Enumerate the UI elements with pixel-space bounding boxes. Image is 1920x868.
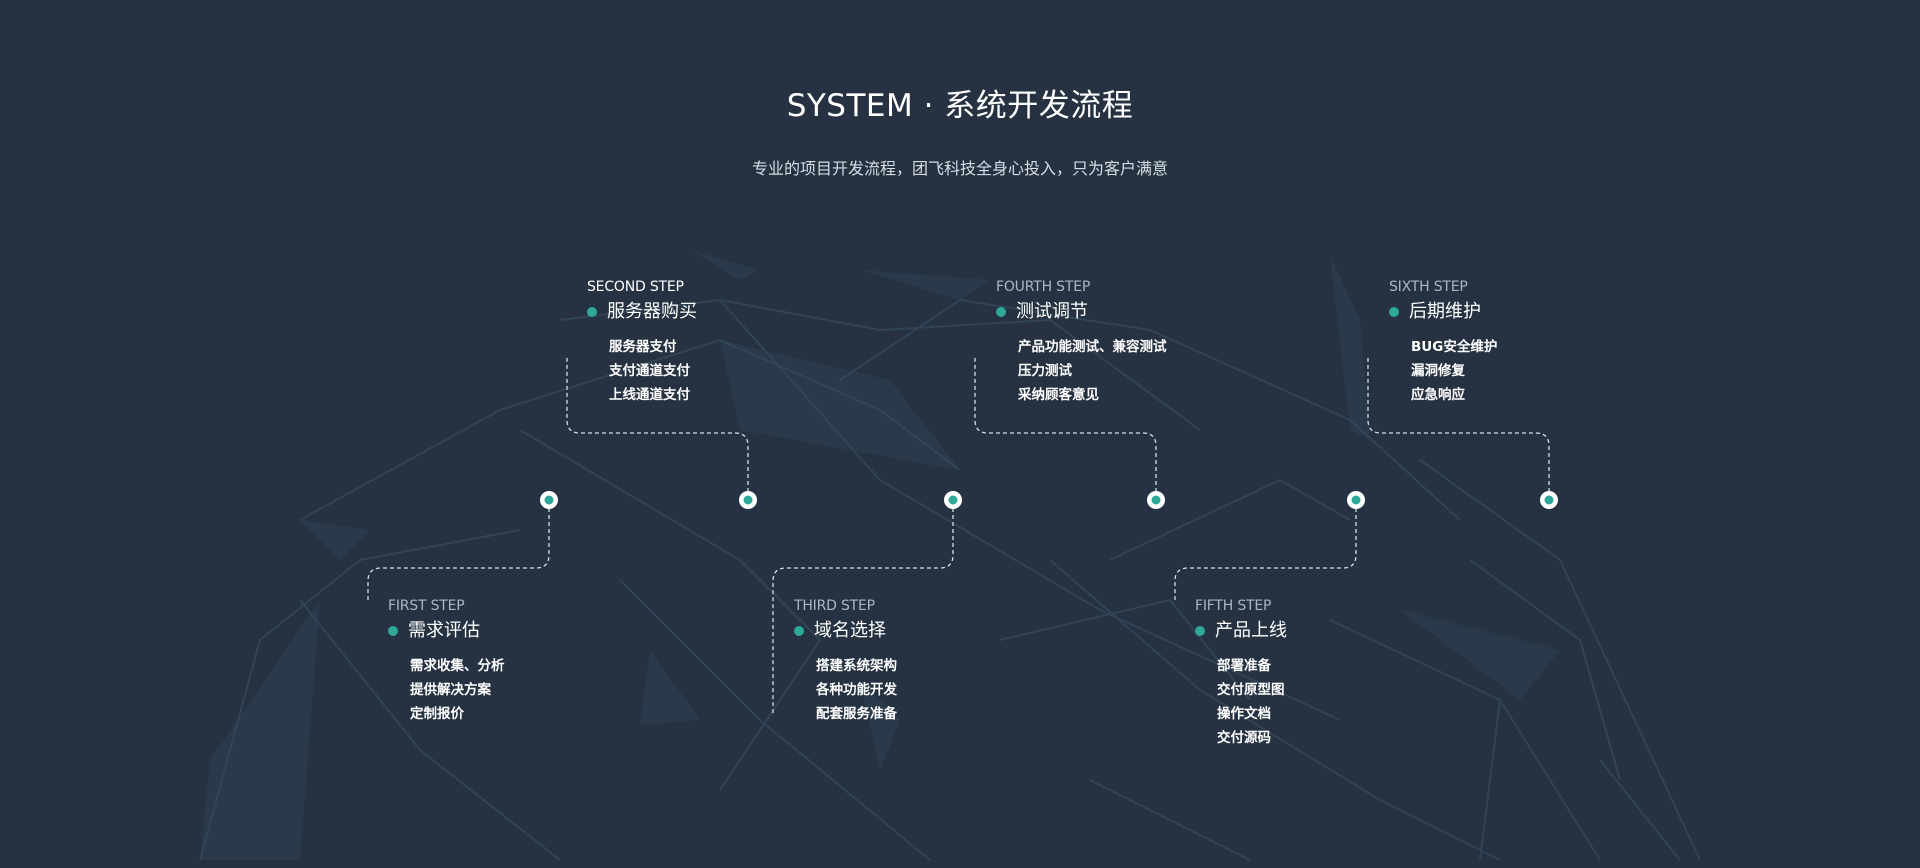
- step-item: 上线通道支付: [609, 387, 690, 403]
- step-name-text: 产品上线: [1215, 620, 1287, 641]
- timeline-node-3[interactable]: [944, 491, 962, 509]
- timeline-node-6[interactable]: [1540, 491, 1558, 509]
- bullet-dot-icon: [388, 626, 398, 636]
- bullet-dot-icon: [587, 307, 597, 317]
- step-item: 定制报价: [410, 706, 464, 722]
- connector-step-1: [367, 508, 550, 600]
- step-item: 各种功能开发: [816, 682, 897, 698]
- step-name-text: 后期维护: [1409, 301, 1481, 322]
- step-name: 后期维护: [1389, 299, 1497, 325]
- step-item: 部署准备: [1217, 658, 1271, 674]
- step-item: 搭建系统架构: [816, 658, 897, 674]
- step-items: BUG安全维护 漏洞修复 应急响应: [1389, 335, 1497, 407]
- step-2: SECOND STEP 服务器购买 服务器支付 支付通道支付 上线通道支付: [587, 277, 697, 407]
- step-items: 搭建系统架构 各种功能开发 配套服务准备: [794, 654, 897, 726]
- step-6: SIXTH STEP 后期维护 BUG安全维护 漏洞修复 应急响应: [1389, 277, 1497, 407]
- timeline-node-2[interactable]: [739, 491, 757, 509]
- step-3: THIRD STEP 域名选择 搭建系统架构 各种功能开发 配套服务准备: [794, 596, 897, 726]
- bullet-dot-icon: [996, 307, 1006, 317]
- step-name: 产品上线: [1195, 618, 1287, 644]
- step-item: 交付原型图: [1217, 682, 1285, 698]
- step-items: 部署准备 交付原型图 操作文档 交付源码: [1195, 654, 1287, 750]
- step-name-text: 测试调节: [1016, 301, 1088, 322]
- page-title: SYSTEM · 系统开发流程: [786, 88, 1134, 124]
- step-items: 产品功能测试、兼容测试 压力测试 采纳顾客意见: [996, 335, 1167, 407]
- step-1: FIRST STEP 需求评估 需求收集、分析 提供解决方案 定制报价: [388, 596, 505, 726]
- step-4: FOURTH STEP 测试调节 产品功能测试、兼容测试 压力测试 采纳顾客意见: [996, 277, 1167, 407]
- step-item: 需求收集、分析: [410, 658, 505, 674]
- step-item: 操作文档: [1217, 706, 1271, 722]
- page-subtitle: 专业的项目开发流程，团飞科技全身心投入，只为客户满意: [751, 159, 1168, 178]
- step-item: 漏洞修复: [1411, 363, 1465, 379]
- step-item: 压力测试: [1018, 363, 1072, 379]
- bullet-dot-icon: [1195, 626, 1205, 636]
- step-name: 需求评估: [388, 618, 505, 644]
- step-label: FIFTH STEP: [1195, 598, 1272, 614]
- connector-step-2: [566, 355, 749, 492]
- timeline-node-1[interactable]: [540, 491, 558, 509]
- step-item: 支付通道支付: [609, 363, 690, 379]
- step-item: 服务器支付: [609, 339, 677, 355]
- step-label: SECOND STEP: [587, 279, 684, 295]
- timeline-node-4[interactable]: [1147, 491, 1165, 509]
- step-item: 提供解决方案: [410, 682, 491, 698]
- step-label: THIRD STEP: [794, 598, 875, 614]
- step-label: FIRST STEP: [388, 598, 465, 614]
- connector-step-3: [772, 508, 954, 715]
- step-item: 产品功能测试、兼容测试: [1018, 339, 1167, 355]
- step-name-text: 需求评估: [408, 620, 480, 641]
- step-name: 域名选择: [794, 618, 897, 644]
- step-item: 配套服务准备: [816, 706, 897, 722]
- step-item: BUG安全维护: [1411, 339, 1498, 355]
- step-item: 交付源码: [1217, 730, 1271, 746]
- step-items: 服务器支付 支付通道支付 上线通道支付: [587, 335, 697, 407]
- step-label: FOURTH STEP: [996, 279, 1091, 295]
- bullet-dot-icon: [1389, 307, 1399, 317]
- step-name-text: 服务器购买: [607, 301, 697, 322]
- connector-step-5: [1174, 508, 1357, 600]
- step-5: FIFTH STEP 产品上线 部署准备 交付原型图 操作文档 交付源码: [1195, 596, 1287, 750]
- connector-step-6: [1367, 355, 1550, 492]
- step-item: 应急响应: [1411, 387, 1465, 403]
- step-name: 测试调节: [996, 299, 1167, 325]
- step-label: SIXTH STEP: [1389, 279, 1468, 295]
- timeline-node-5[interactable]: [1347, 491, 1365, 509]
- step-name-text: 域名选择: [814, 620, 886, 641]
- connector-step-4: [974, 355, 1157, 492]
- bullet-dot-icon: [794, 626, 804, 636]
- step-items: 需求收集、分析 提供解决方案 定制报价: [388, 654, 505, 726]
- step-item: 采纳顾客意见: [1018, 387, 1099, 403]
- step-name: 服务器购买: [587, 299, 697, 325]
